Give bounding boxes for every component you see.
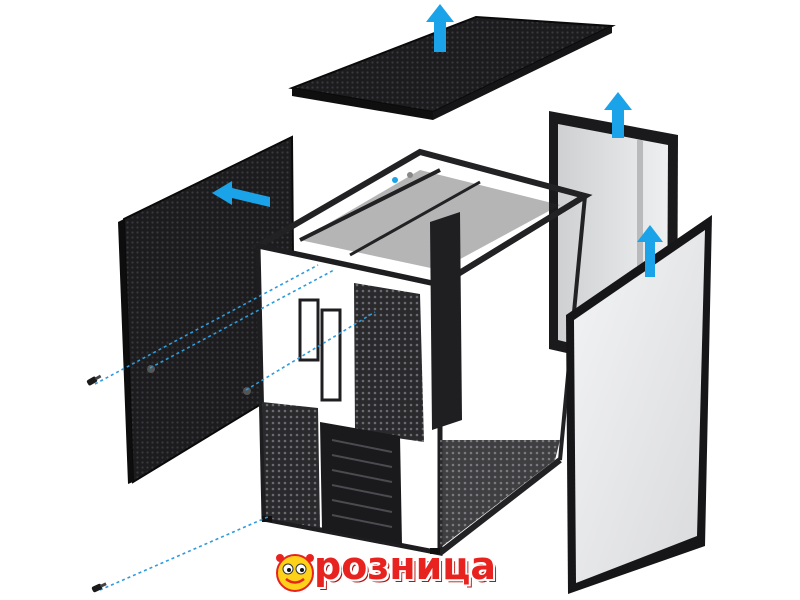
top-panel (288, 15, 616, 120)
mascot-icon (276, 554, 314, 592)
arrow-up-icon (637, 225, 663, 277)
arrow-left-icon (212, 181, 270, 207)
screw-guides (94, 264, 376, 591)
screw-icon (86, 374, 102, 386)
screws (86, 374, 107, 593)
screw-icon (91, 582, 107, 593)
chassis-frame (249, 148, 593, 557)
arrow-up-icon (604, 92, 632, 138)
logo-text: розница (314, 544, 497, 588)
right-glass-panel (566, 215, 712, 594)
rozn-logo: розница (272, 544, 530, 594)
arrows (212, 4, 663, 277)
arrow-up-icon (426, 4, 454, 52)
